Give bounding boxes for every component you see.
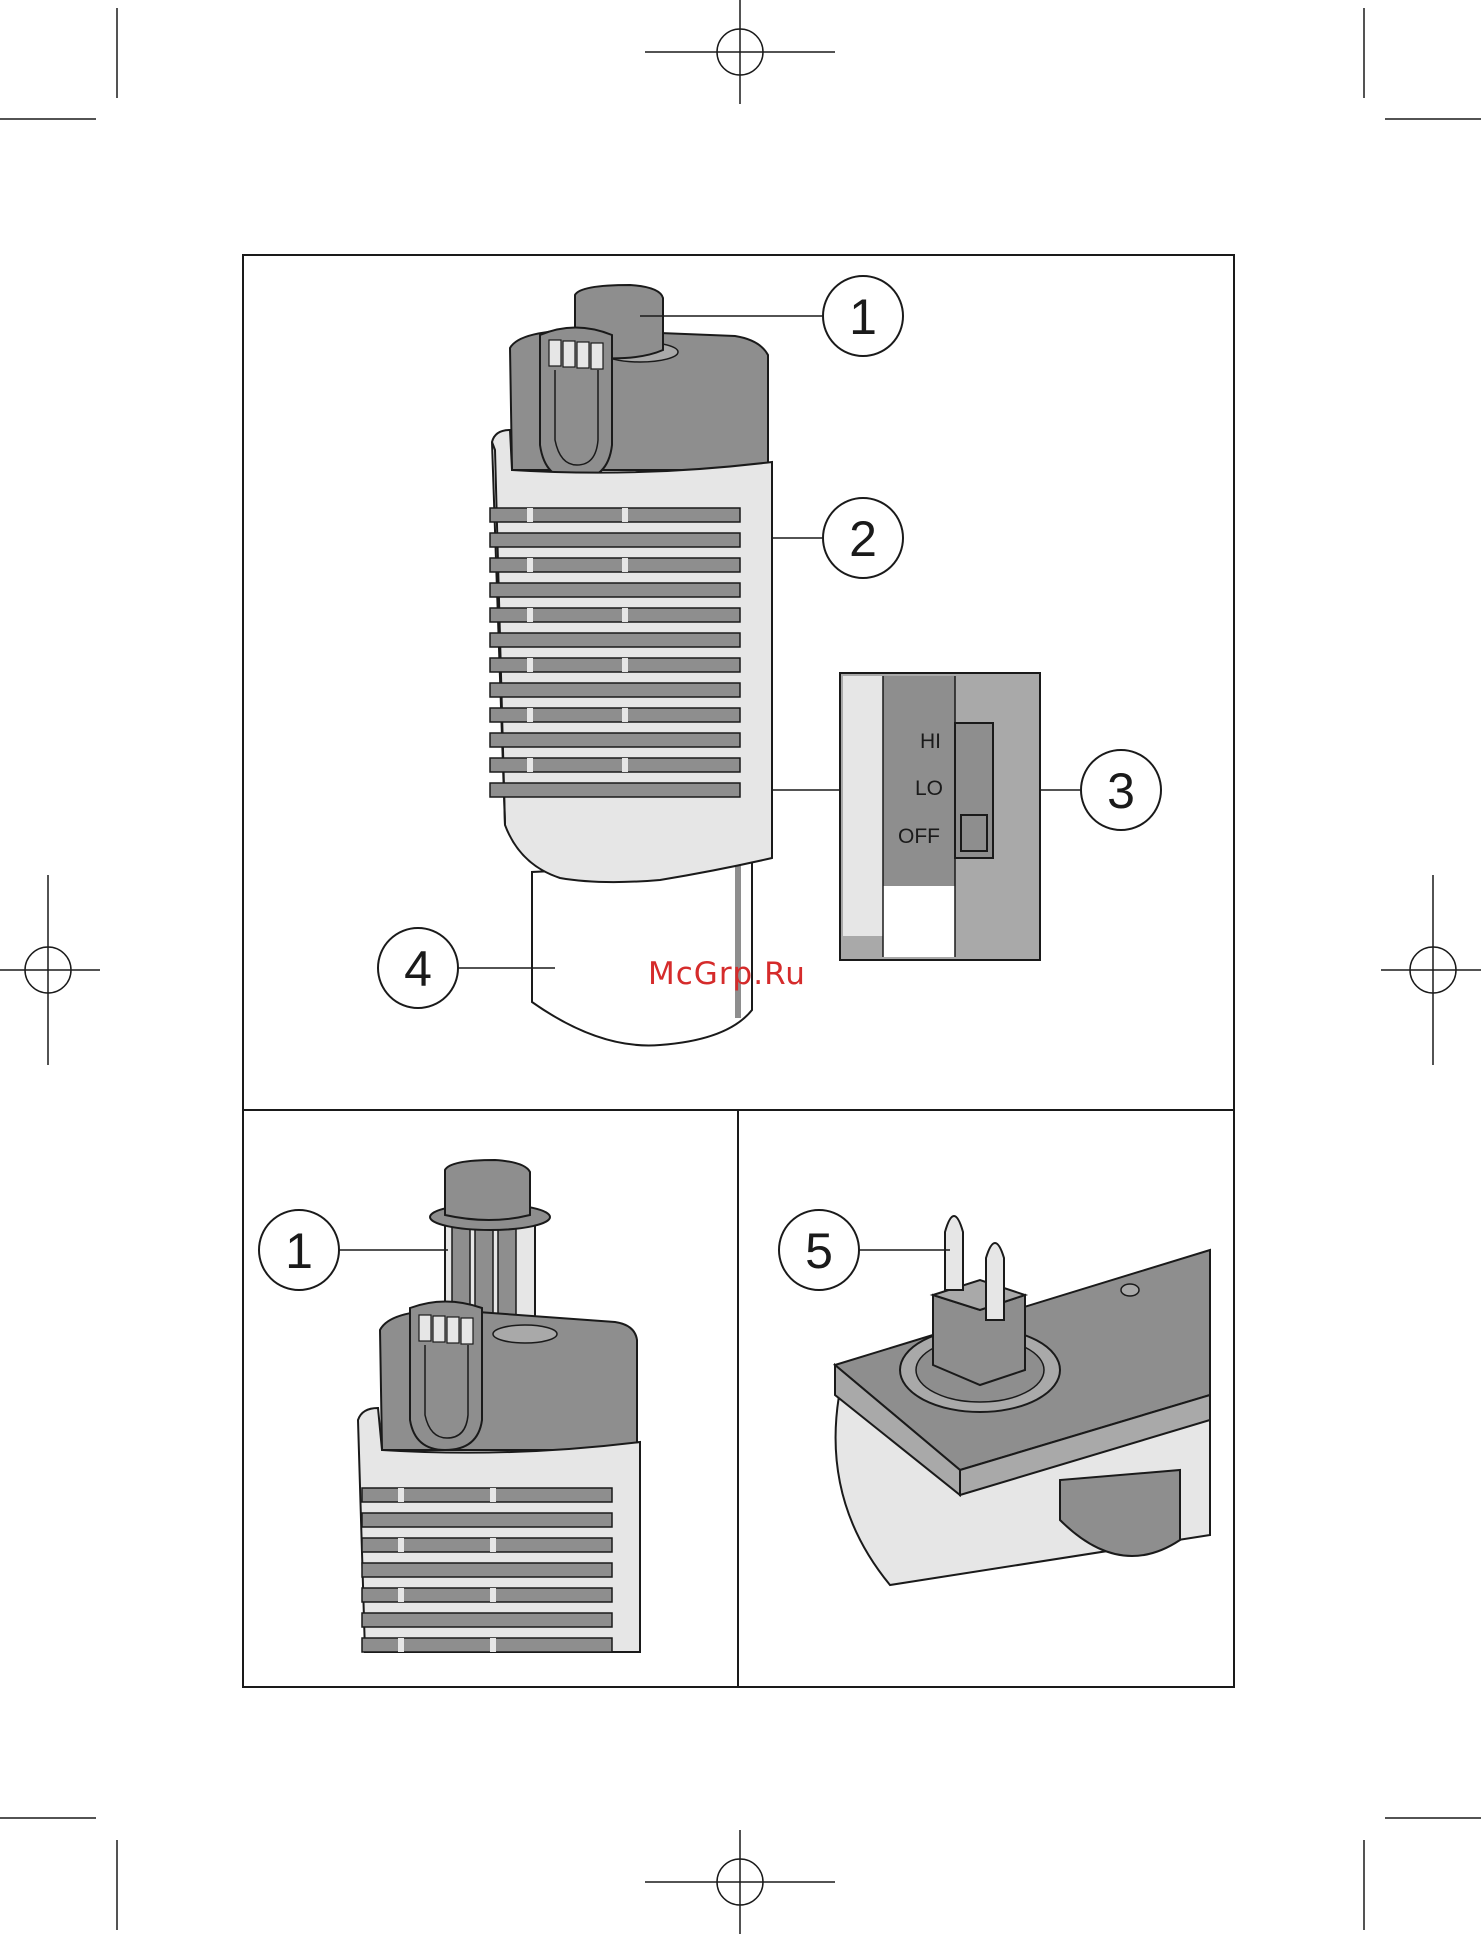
callout-4-top: 4 [378, 928, 458, 1008]
ionizer-assembled-illustration [490, 285, 1040, 1045]
callout-3-top: 3 [1081, 750, 1161, 830]
callout-1-bottom: 1 [259, 1210, 339, 1290]
switch-knob [961, 815, 987, 851]
watermark: McGrp.Ru [648, 956, 806, 992]
svg-text:1: 1 [849, 289, 877, 345]
svg-text:3: 3 [1107, 763, 1135, 819]
svg-text:1: 1 [285, 1223, 313, 1279]
svg-text:5: 5 [805, 1223, 833, 1279]
base-cup [532, 862, 752, 1045]
svg-text:2: 2 [849, 511, 877, 567]
svg-text:4: 4 [404, 941, 432, 997]
callout-1-top: 1 [823, 276, 903, 356]
switch-label-off: OFF [898, 825, 940, 848]
plug-illustration [835, 1216, 1210, 1585]
ionizer-open-illustration [358, 1160, 640, 1652]
outer-shell [492, 430, 772, 882]
switch-label-hi: HI [920, 730, 941, 753]
switch-label-lo: LO [915, 777, 943, 800]
callout-5-bottom: 5 [779, 1210, 859, 1290]
callout-2-top: 2 [823, 498, 903, 578]
switch-detail-inset [840, 673, 1040, 960]
